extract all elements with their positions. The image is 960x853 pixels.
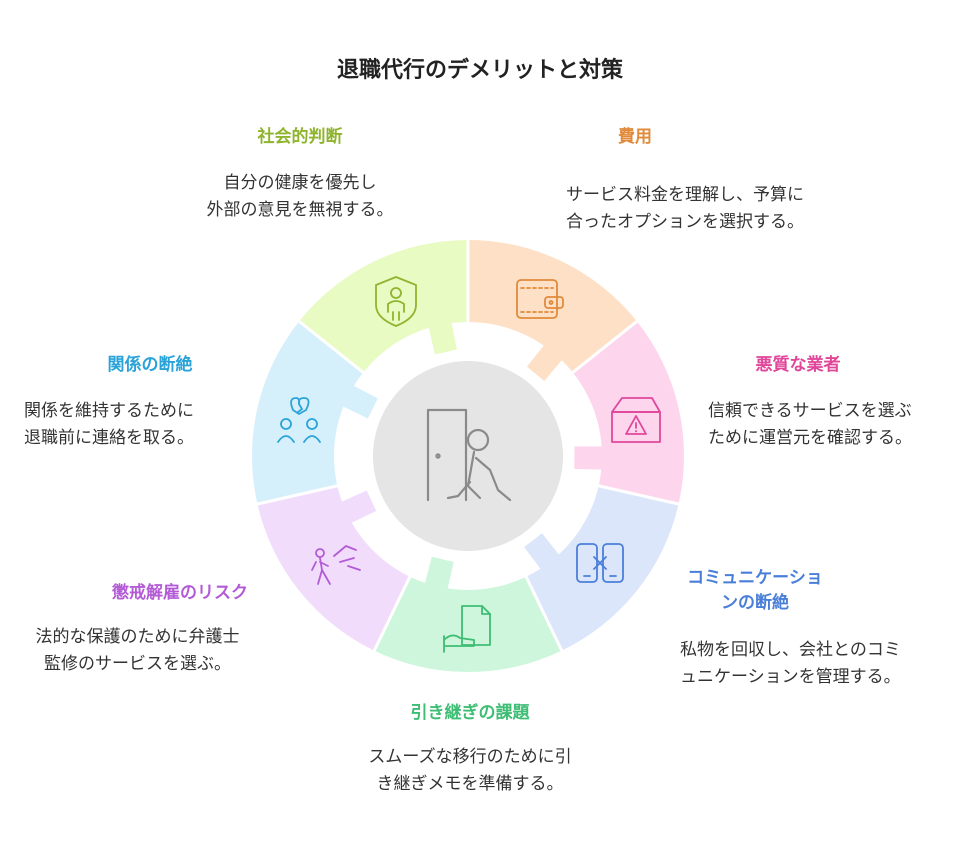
label-comm-line1: コミュニケーショ	[687, 568, 823, 588]
desc-handover-line: スムーズな移行のために引	[368, 747, 572, 767]
segment-divider	[570, 318, 640, 375]
label-relation: 関係の断絶	[107, 355, 193, 375]
label-vendor: 悪質な業者	[755, 355, 841, 375]
segment-tab-handover	[424, 556, 454, 590]
handover-document-icon	[443, 605, 491, 653]
person-leaving-door-icon	[426, 408, 512, 502]
label-cost: 費用	[618, 127, 652, 147]
desc-cost: サービス料金を理解し、予算に 合ったオプションを選択する。	[525, 182, 845, 236]
desc-social-line: 外部の意見を無視する。	[206, 200, 394, 220]
label-comm-line2: ンの断絶	[721, 593, 789, 613]
segment-dismissal	[257, 485, 410, 651]
segment-cost	[468, 240, 637, 373]
segment-divider	[596, 483, 681, 506]
segment-divider	[296, 318, 366, 375]
segment-tab-social	[428, 322, 457, 355]
segment-tab-relation	[342, 385, 378, 419]
desc-dismissal-line: 監修のサービスを選ぶ。	[44, 654, 231, 674]
segment-handover	[374, 576, 562, 673]
shield-person-icon	[375, 276, 417, 327]
kicked-out-icon	[311, 545, 361, 585]
segment-tab-vendor	[574, 446, 603, 470]
desc-cost-line: サービス料金を理解し、予算に	[566, 185, 804, 205]
center-circle	[373, 361, 563, 551]
segment-divider	[523, 574, 564, 654]
desc-handover: スムーズな移行のために引 き継ぎメモを準備する。	[330, 744, 610, 798]
desc-relation-line: 退職前に連絡を取る。	[24, 428, 194, 448]
segment-ring	[252, 238, 684, 673]
wallet-icon	[516, 279, 564, 319]
desc-comm: 私物を回収し、会社とのコミ ュニケーションを管理する。	[680, 637, 950, 691]
desc-dismissal-line: 法的な保護のために弁護士	[35, 627, 240, 647]
desc-dismissal: 法的な保護のために弁護士 監修のサービスを選ぶ。	[5, 624, 270, 678]
desc-vendor: 信頼できるサービスを選ぶ ために運営元を確認する。	[708, 398, 958, 452]
desc-vendor-line: ために運営元を確認する。	[708, 428, 912, 448]
segment-tab-comm	[524, 533, 560, 570]
desc-cost-line: 合ったオプションを選択する。	[566, 212, 804, 232]
segment-tab-dismissal	[341, 490, 377, 524]
desc-handover-line: き継ぎメモを準備する。	[376, 774, 564, 794]
segment-tab-cost	[526, 344, 563, 381]
page-title: 退職代行のデメリットと対策	[336, 58, 623, 83]
desc-social-line: 自分の健康を優先し	[223, 173, 377, 193]
desc-comm-line: 私物を回収し、会社とのコミ	[680, 640, 901, 660]
desc-vendor-line: 信頼できるサービスを選ぶ	[708, 401, 912, 421]
desc-comm-line: ュニケーションを管理する。	[680, 667, 901, 687]
phones-disconnected-icon	[576, 543, 624, 583]
label-dismissal: 懲戒解雇のリスク	[112, 583, 248, 603]
segment-divider	[372, 574, 413, 654]
label-comm: コミュニケーショ ンの断絶	[670, 566, 840, 616]
label-handover: 引き継ぎの課題	[410, 703, 530, 723]
desc-relation-line: 関係を維持するために	[24, 401, 194, 421]
segment-divider	[255, 483, 340, 506]
segment-relation	[252, 321, 364, 505]
warning-box-icon	[611, 397, 661, 443]
segment-social	[299, 240, 468, 373]
broken-relationship-icon	[277, 397, 321, 443]
desc-relation: 関係を維持するために 退職前に連絡を取る。	[24, 398, 244, 452]
label-social: 社会的判断	[257, 127, 343, 147]
desc-social: 自分の健康を優先し 外部の意見を無視する。	[160, 170, 440, 224]
